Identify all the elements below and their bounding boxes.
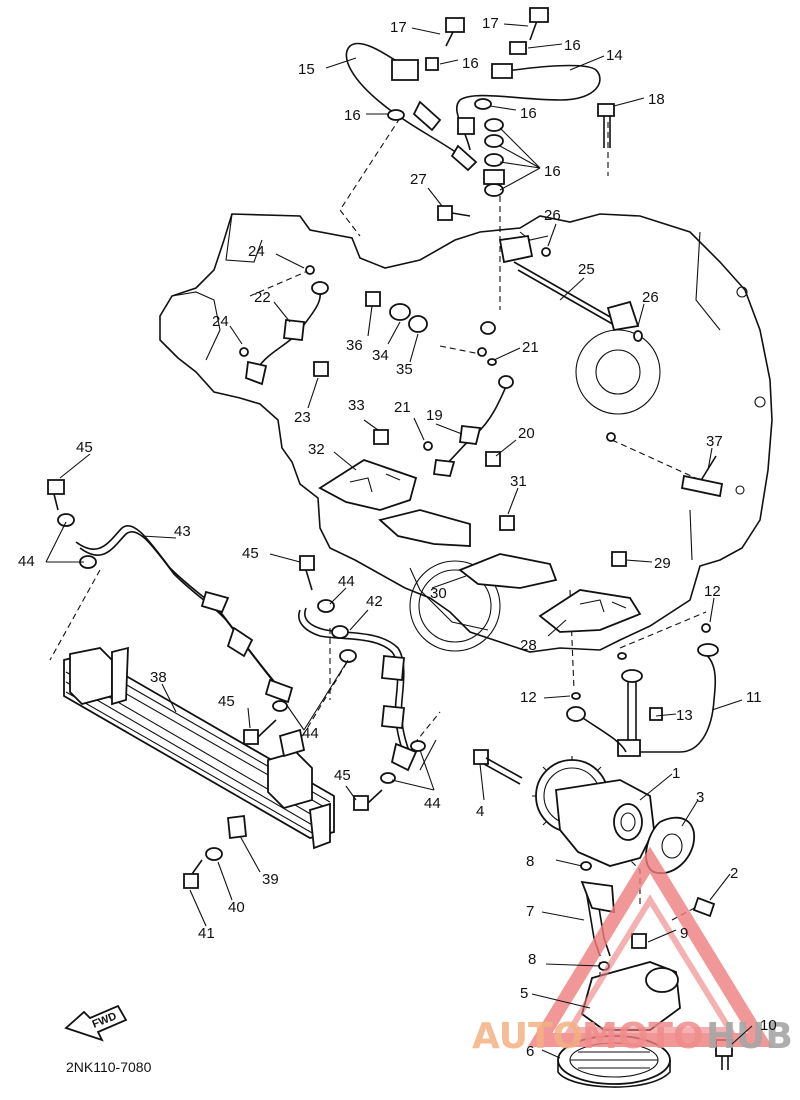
- callout-9: 9: [680, 925, 688, 942]
- callout-31: 31: [510, 473, 527, 490]
- callout-5: 5: [520, 985, 528, 1002]
- crankcase-outline: [159, 213, 773, 653]
- cooler-pipes: [47, 479, 426, 811]
- callout-16-b: 16: [462, 55, 479, 72]
- callout-44-b: 44: [338, 573, 355, 590]
- callout-22: 22: [254, 289, 271, 306]
- callout-1: 1: [672, 765, 680, 782]
- callout-26-a: 26: [544, 207, 561, 224]
- callout-16-e: 16: [544, 163, 561, 180]
- callout-8-a: 8: [526, 853, 534, 870]
- oil-cooler-38: [63, 646, 335, 889]
- watermark-text-hub: HUB: [706, 1016, 793, 1057]
- callout-3: 3: [696, 789, 704, 806]
- callout-8-b: 8: [528, 951, 536, 968]
- callout-18: 18: [648, 91, 665, 108]
- callout-28: 28: [520, 637, 537, 654]
- callout-38: 38: [150, 669, 167, 686]
- callout-45-d: 45: [334, 767, 351, 784]
- callout-21-a: 21: [522, 339, 539, 356]
- callout-17-a: 17: [390, 19, 407, 36]
- oil-hose-assembly-top: [345, 7, 615, 197]
- callout-15: 15: [298, 61, 315, 78]
- callout-20: 20: [518, 425, 535, 442]
- callout-6: 6: [526, 1043, 534, 1060]
- callout-29: 29: [654, 555, 671, 572]
- callout-35: 35: [396, 361, 413, 378]
- watermark-text-moto: MOTO: [582, 1016, 704, 1057]
- callout-2: 2: [730, 865, 738, 882]
- callout-43: 43: [174, 523, 191, 540]
- callout-33: 33: [348, 397, 365, 414]
- callout-34: 34: [372, 347, 389, 364]
- callout-13: 13: [676, 707, 693, 724]
- callout-12-a: 12: [704, 583, 721, 600]
- callout-17-b: 17: [482, 15, 499, 32]
- callout-24-b: 24: [212, 313, 229, 330]
- leader-lines: [49, 117, 707, 1000]
- callout-19: 19: [426, 407, 443, 424]
- callout-labels: 17 17 16 15 16 14 18 16 16 16 27 26 25 2…: [18, 15, 777, 1060]
- callout-16-a: 16: [564, 37, 581, 54]
- callout-45-c: 45: [218, 693, 235, 710]
- callout-12-b: 12: [520, 689, 537, 706]
- callout-14: 14: [606, 47, 623, 64]
- callout-16-d: 16: [520, 105, 537, 122]
- callout-24-a: 24: [248, 243, 265, 260]
- callout-21-b: 21: [394, 399, 411, 416]
- oil-pipe-11: [566, 623, 719, 757]
- drawing-code: 2NK110-7080: [66, 1059, 152, 1075]
- automotohub-watermark: AUTO MOTO HUB: [472, 846, 793, 1057]
- callout-44-a: 44: [18, 553, 35, 570]
- callout-10: 10: [760, 1017, 777, 1034]
- oil-pump-assembly: [473, 749, 733, 1088]
- callout-44-c: 44: [302, 725, 319, 742]
- callout-11: 11: [746, 689, 762, 706]
- callout-45-a: 45: [76, 439, 93, 456]
- callout-44-d: 44: [424, 795, 441, 812]
- watermark-text-auto: AUTO: [472, 1016, 583, 1057]
- callout-7: 7: [526, 903, 534, 920]
- callout-4: 4: [476, 803, 484, 820]
- callout-27: 27: [410, 171, 427, 188]
- forward-direction-arrow: FWD: [64, 1004, 128, 1042]
- callout-40: 40: [228, 899, 245, 916]
- callout-32: 32: [308, 441, 325, 458]
- internal-oil-parts: [239, 205, 724, 633]
- callout-26-b: 26: [642, 289, 659, 306]
- callout-23: 23: [294, 409, 311, 426]
- callout-42: 42: [366, 593, 383, 610]
- callout-30: 30: [430, 585, 447, 602]
- callout-36: 36: [346, 337, 363, 354]
- callout-41: 41: [198, 925, 215, 942]
- callout-37: 37: [706, 433, 723, 450]
- callout-45-b: 45: [242, 545, 259, 562]
- callout-25: 25: [578, 261, 595, 278]
- callout-leaders: [45, 23, 753, 1059]
- callout-16-c: 16: [344, 107, 361, 124]
- callout-39: 39: [262, 871, 279, 888]
